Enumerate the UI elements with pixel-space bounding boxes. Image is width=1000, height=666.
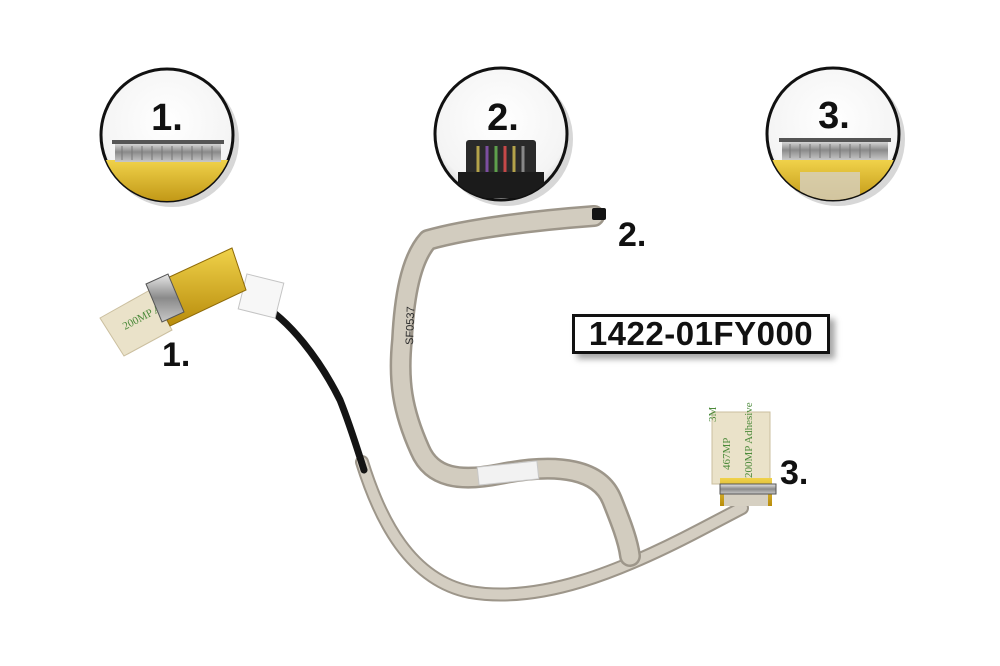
black-wire [254, 298, 368, 474]
connector-3-tape-text: 200MP Adhesive [743, 402, 755, 478]
tape-band [476, 460, 540, 486]
lvds-cable-assembly: SF0537 200MP Adhesive 467MP 200MP Adhesi… [99, 205, 777, 602]
detail-circle-connector-3: 3. [765, 66, 905, 206]
callout-connector-3: 3. [780, 454, 808, 492]
part-number-box: 1422-01FY000 [572, 314, 830, 354]
detail-circle-connector-1: 1. [99, 67, 239, 207]
part-number-label: 1422-01FY000 [588, 315, 814, 352]
white-sleeve [237, 273, 285, 319]
connector-3-tape-logo: 3M [707, 407, 719, 423]
detail-circle-label-2: 2. [487, 97, 519, 139]
callout-connector-2: 2. [618, 216, 646, 254]
detail-circle-connector-2: 2. [433, 66, 573, 206]
ribbon-secondary [389, 205, 641, 567]
detail-circle-label-3: 3. [818, 95, 850, 137]
connector-3: 467MP 200MP Adhesive 3M [707, 402, 777, 506]
cable-print-label: SF0537 [404, 306, 417, 345]
connector-3-tape-brand: 467MP [721, 438, 733, 470]
ribbon-main [355, 455, 749, 602]
detail-circle-label-1: 1. [151, 97, 183, 139]
connector-2-plug [592, 208, 606, 220]
callout-connector-1: 1. [162, 336, 190, 374]
